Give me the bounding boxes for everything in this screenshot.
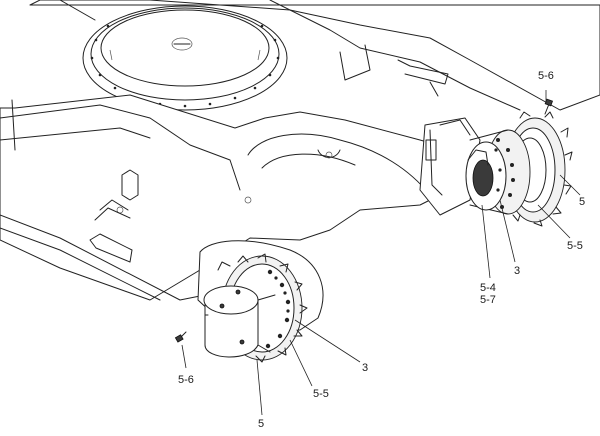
- callout-left-5-6: 5-6: [178, 374, 194, 386]
- left-bolt: [174, 331, 187, 343]
- callout-left-5: 5: [258, 418, 265, 430]
- left-sprocket-assembly: [197, 240, 324, 363]
- callout-right-5-6: 5-6: [538, 70, 554, 82]
- callout-right-5-5: 5-5: [567, 240, 583, 252]
- callout-right-5-7: 5-7: [480, 294, 496, 306]
- right-bolt: [544, 98, 554, 115]
- callout-left-3: 3: [362, 362, 369, 374]
- callout-right-5-4: 5-4: [480, 282, 496, 294]
- swing-bearing-ring: [82, 5, 288, 111]
- leader-lines: [181, 90, 581, 416]
- right-motor-bracket: [419, 117, 481, 216]
- callout-left-5-5: 5-5: [313, 388, 329, 400]
- right-sprocket-assembly: [465, 111, 573, 227]
- callout-right-5: 5: [579, 196, 586, 208]
- upper-frame: [29, 0, 600, 111]
- callout-right-3: 3: [514, 265, 521, 277]
